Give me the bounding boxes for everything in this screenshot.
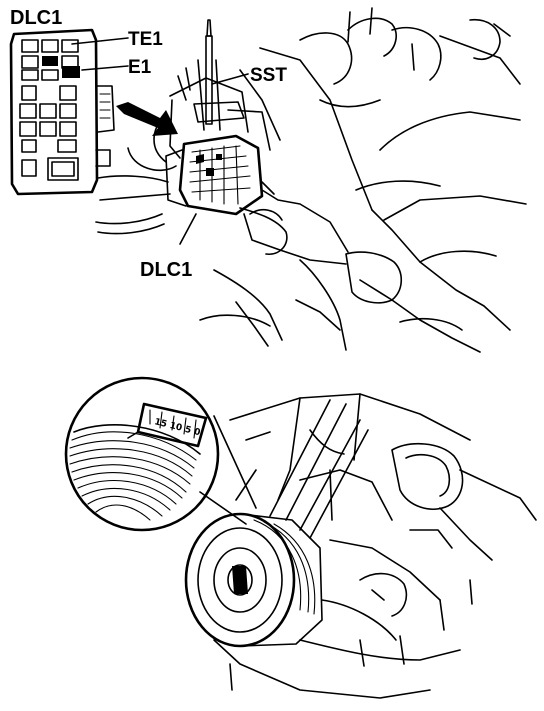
e1-terminal	[62, 66, 80, 78]
pulley-scale-marks: 15 10 5 0	[153, 417, 201, 438]
dlc1-connector-view	[165, 19, 403, 304]
te1-terminal	[42, 56, 58, 66]
te1-label: TE1	[128, 29, 163, 50]
pointer-arrow	[116, 102, 178, 136]
engine-front-crank-pulley	[184, 393, 537, 699]
dlc1-inset-label: DLC1	[10, 7, 63, 29]
dlc1-inset-panel	[9, 28, 129, 196]
dlc1-connector-label: DLC1	[140, 259, 193, 281]
timing-mark-magnified-circle: 15 10 5 0	[64, 376, 257, 532]
engine-bay-background	[95, 7, 527, 353]
e1-label: E1	[128, 57, 152, 78]
sst-label: SST	[250, 65, 287, 86]
